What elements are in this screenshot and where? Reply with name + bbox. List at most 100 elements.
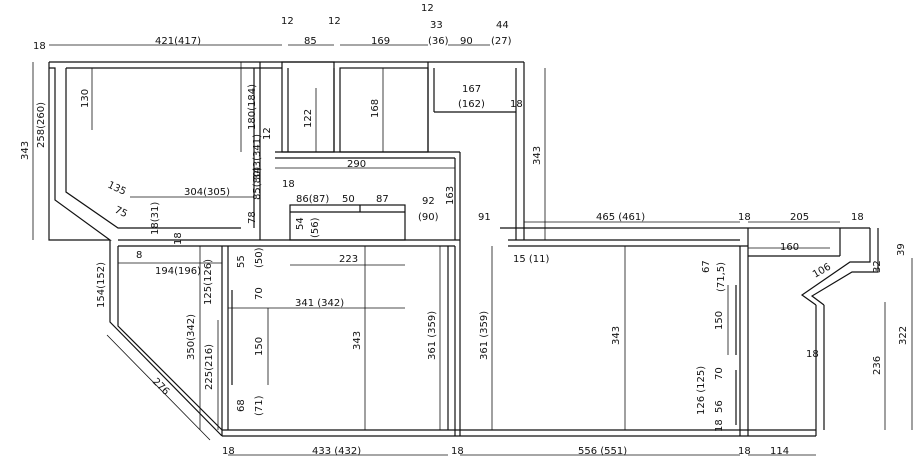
label-343-left: 343	[20, 141, 31, 160]
label-465: 465 (461)	[596, 212, 645, 223]
label-18-31: 18(31)	[150, 202, 161, 235]
label-18-bm: 18	[451, 446, 464, 457]
label-304: 304(305)	[184, 187, 230, 198]
label-12b: 12	[328, 16, 341, 27]
label-168: 168	[370, 99, 381, 118]
label-341: 341 (342)	[295, 298, 344, 309]
label-162: (162)	[458, 99, 485, 110]
label-71: (71)	[254, 395, 265, 416]
wall-right-diag	[800, 228, 871, 306]
label-50: 50	[342, 194, 355, 205]
label-27: (27)	[491, 36, 512, 47]
label-78: 78	[247, 211, 258, 224]
label-343-mid: 343	[532, 146, 543, 165]
label-290: 290	[347, 159, 366, 170]
label-18-r3: 18	[806, 349, 819, 360]
label-343-c: 343	[352, 331, 363, 350]
label-55: 55	[236, 255, 247, 268]
label-150b: 150	[714, 311, 725, 330]
label-421: 421(417)	[155, 36, 201, 47]
label-12a: 12	[281, 16, 294, 27]
wall-outer-left	[48, 62, 112, 241]
label-18-brr: 18	[738, 446, 751, 457]
label-90b: (90)	[418, 212, 439, 223]
label-85: 85	[304, 36, 317, 47]
label-258: 258(260)	[36, 102, 47, 148]
label-18-r2: 18	[851, 212, 864, 223]
label-8: 8	[136, 250, 142, 261]
closet-1	[281, 61, 335, 153]
dimension-lines	[32, 44, 913, 456]
label-68: 68	[236, 399, 247, 412]
label-44: 44	[496, 20, 509, 31]
label-32: 32	[872, 260, 883, 273]
label-18-mid: 18	[510, 99, 523, 110]
label-135: 135	[106, 180, 128, 198]
label-114: 114	[770, 446, 789, 457]
label-180: 180(184)	[247, 84, 258, 130]
dimension-labels: 18 421(417) 12 85 12 169 12 33 (36) 90 4…	[20, 3, 909, 457]
label-126: 126 (125)	[696, 366, 707, 415]
label-167: 167	[462, 84, 481, 95]
label-33: 33	[430, 20, 443, 31]
label-15: 15 (11)	[513, 254, 550, 265]
wall-right-diag-inner	[810, 228, 879, 306]
wall-left-inner	[65, 68, 241, 229]
label-85-80: 85(80)	[252, 167, 263, 200]
label-276: 276	[150, 376, 171, 397]
label-160: 160	[780, 242, 799, 253]
wall-diagonal-left	[109, 240, 223, 437]
label-163: 163	[445, 186, 456, 205]
closet-2	[339, 67, 429, 153]
label-322: 322	[898, 326, 909, 345]
label-56b: 56	[714, 400, 725, 413]
label-361a: 361 (359)	[427, 311, 438, 360]
label-50b: (50)	[254, 247, 265, 268]
label-18-b: 18	[282, 179, 295, 190]
label-169: 169	[371, 36, 390, 47]
label-18-br: 18	[714, 419, 725, 432]
label-205: 205	[790, 212, 809, 223]
label-12v: 12	[262, 127, 273, 140]
label-39: 39	[896, 243, 907, 256]
label-361b: 361 (359)	[479, 311, 490, 360]
label-130: 130	[80, 89, 91, 108]
label-433: 433 (432)	[312, 446, 361, 457]
label-236: 236	[872, 356, 883, 375]
label-56: (56)	[310, 217, 321, 238]
label-70a: 70	[254, 287, 265, 300]
label-343-341: 343(341)	[252, 134, 263, 180]
label-18-bl: 18	[222, 446, 235, 457]
label-67: 67	[701, 260, 712, 273]
label-36: (36)	[428, 36, 449, 47]
dim-276	[106, 334, 211, 441]
label-556: 556 (551)	[578, 446, 627, 457]
label-54: 54	[295, 217, 306, 230]
label-223: 223	[339, 254, 358, 265]
label-154: 154(152)	[96, 262, 107, 308]
label-70b: 70	[714, 367, 725, 380]
label-86: 86(87)	[296, 194, 329, 205]
label-150a: 150	[254, 337, 265, 356]
label-91: 91	[478, 212, 491, 223]
label-90: 90	[460, 36, 473, 47]
walls	[48, 61, 879, 437]
label-92: 92	[422, 196, 435, 207]
label-12c: 12	[421, 3, 434, 14]
label-225: 225(216)	[204, 344, 215, 390]
label-75: 75	[113, 205, 129, 220]
label-18-tl: 18	[33, 41, 46, 52]
label-343-r: 343	[611, 326, 622, 345]
label-125: 125(126)	[203, 259, 214, 305]
label-106: 106	[811, 262, 833, 281]
label-194: 194(196)	[155, 266, 201, 277]
label-122: 122	[303, 109, 314, 128]
label-18-r1: 18	[738, 212, 751, 223]
kitchen-unit	[289, 204, 406, 241]
wall-diagonal-left-inner	[117, 246, 223, 431]
label-71-5: (71,5)	[716, 262, 727, 292]
label-87: 87	[376, 194, 389, 205]
label-18-s: 18	[173, 232, 184, 245]
label-350: 350(342)	[186, 314, 197, 360]
